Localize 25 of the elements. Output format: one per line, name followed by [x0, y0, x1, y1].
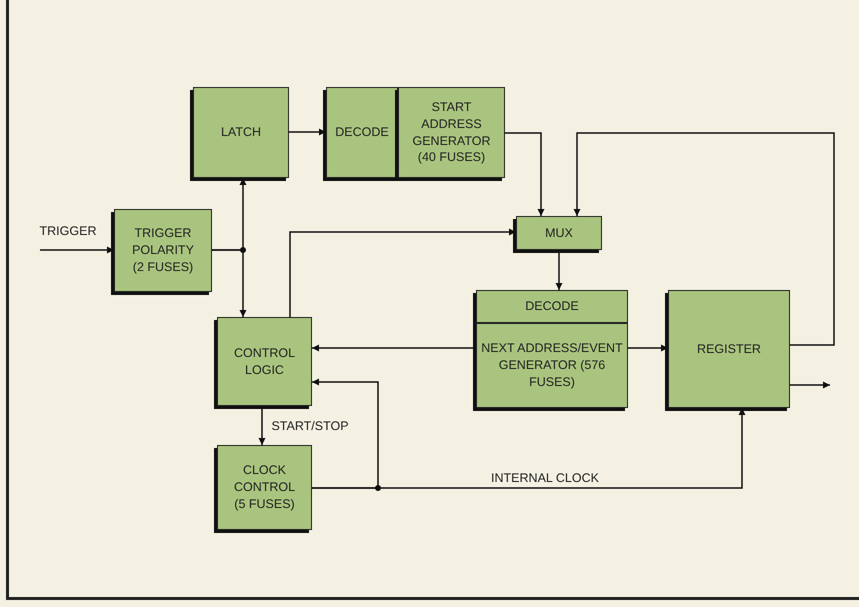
connector-arrow [258, 406, 266, 445]
block-box: DECODE [326, 87, 398, 178]
block-box: START ADDRESS GENERATOR (40 FUSES) [398, 87, 505, 178]
connector-arrow [790, 382, 830, 388]
edge-label: TRIGGER [38, 224, 98, 238]
connector-arrow [289, 228, 516, 317]
block-box: CONTROL LOGIC [217, 317, 312, 406]
edge-label: START/STOP [269, 419, 351, 433]
block-box: MUX [516, 216, 602, 250]
connector-arrow [628, 344, 668, 352]
connector-arrow [289, 128, 326, 136]
block-box: CLOCK CONTROL (5 FUSES) [217, 445, 312, 530]
connector-arrow [556, 250, 562, 290]
block-box: DECODE [476, 290, 628, 323]
block-box: REGISTER [668, 290, 790, 408]
connector-arrow [505, 132, 544, 216]
connector-arrow [312, 344, 476, 352]
connector-arrow [312, 378, 379, 489]
block-box: TRIGGER POLARITY (2 FUSES) [114, 209, 212, 292]
block-box: NEXT ADDRESS/EVENT GENERATOR (576 FUSES) [476, 323, 628, 408]
connector-arrow [212, 249, 246, 317]
edge-label: INTERNAL CLOCK [489, 471, 601, 485]
connector-arrow [40, 246, 114, 254]
block-box: LATCH [193, 87, 289, 178]
connector-arrow [574, 132, 835, 346]
